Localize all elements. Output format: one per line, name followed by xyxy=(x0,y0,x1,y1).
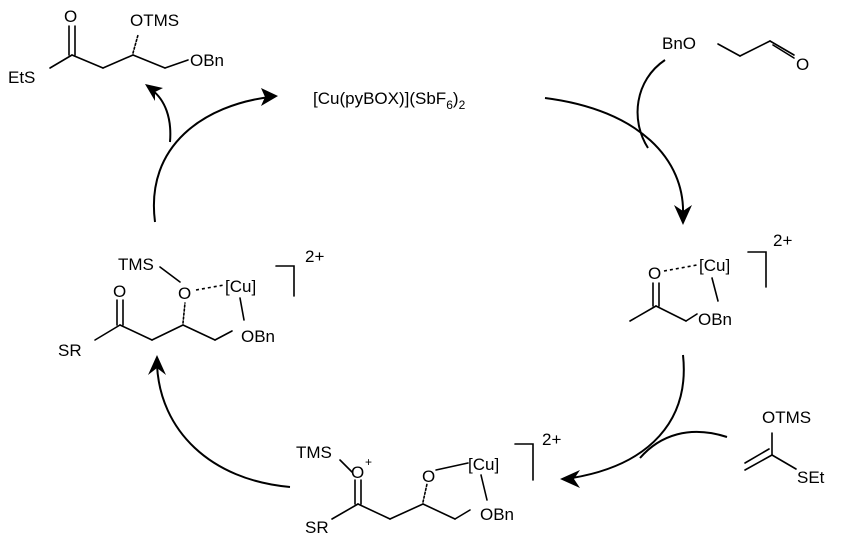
intermediate-charge: 2+ xyxy=(542,430,561,449)
silylated-complex: TMS O O [Cu] OBn SR 2+ xyxy=(58,247,324,360)
silylated-sr: SR xyxy=(58,341,82,360)
svg-text:[Cu(pyBOX)](SbF6)2: [Cu(pyBOX)](SbF6)2 xyxy=(313,89,466,112)
silylated-cu: [Cu] xyxy=(225,277,256,296)
arrowhead-aldehyde-complex xyxy=(674,205,692,225)
product-carbonyl-o: O xyxy=(64,7,77,26)
intermediate-sr: SR xyxy=(305,518,329,537)
arrow-to-silylated-complex xyxy=(156,364,291,488)
arrowhead-catalyst xyxy=(261,88,278,106)
catalyst-prefix: [Cu(pyBOX)](SbF xyxy=(313,89,446,108)
intermediate-obn: OBn xyxy=(480,505,514,524)
arrowhead-intermediate xyxy=(560,470,580,488)
silylated-obn: OBn xyxy=(241,327,275,346)
catalyst-close: ) xyxy=(453,89,459,108)
intermediate-cu: [Cu] xyxy=(468,455,499,474)
aldehyde-complex-charge: 2+ xyxy=(773,231,792,250)
aldehyde-structure: BnO O xyxy=(662,34,809,74)
aldehyde-complex-cu: [Cu] xyxy=(699,256,730,275)
silylated-tms: TMS xyxy=(118,255,154,274)
oxocarbenium-intermediate: TMS O + SR O [Cu] OBn 2+ xyxy=(296,430,561,537)
silylated-ether-o: O xyxy=(178,284,191,303)
intermediate-tms: TMS xyxy=(296,443,332,462)
catalyst-label: [Cu(pyBOX)](SbF6)2 xyxy=(313,89,466,112)
aldehyde-o: O xyxy=(796,55,809,74)
aldehyde-complex-obn: OBn xyxy=(698,310,732,329)
intermediate-plus: + xyxy=(365,455,372,469)
silylated-carbonyl-o: O xyxy=(113,282,126,301)
arrowhead-silylated-complex xyxy=(148,355,166,375)
arrow-aldehyde-entry xyxy=(636,59,666,149)
intermediate-o: O xyxy=(422,467,435,486)
product-ets: EtS xyxy=(8,68,35,87)
silyl-set: SEt xyxy=(797,468,825,487)
arrowhead-product xyxy=(145,84,163,101)
silyl-enol-ether-structure: OTMS SEt xyxy=(744,408,825,487)
arrow-to-intermediate xyxy=(571,354,685,479)
aldehyde-complex-o: O xyxy=(648,264,661,283)
arrow-release-product xyxy=(151,89,172,143)
silyl-otms: OTMS xyxy=(762,408,811,427)
product-structure: O OTMS EtS OBn xyxy=(8,7,224,87)
catalyst-sub2: 2 xyxy=(459,98,466,112)
product-otms: OTMS xyxy=(130,11,179,30)
cycle-arrows xyxy=(145,59,728,488)
silylated-charge: 2+ xyxy=(305,247,324,266)
arrow-to-catalyst xyxy=(152,96,271,223)
arrow-silyl-entry xyxy=(639,430,728,459)
aldehyde-bno: BnO xyxy=(662,34,696,53)
product-obn: OBn xyxy=(190,51,224,70)
arrow-to-aldehyde-complex xyxy=(544,97,685,216)
intermediate-oplus: O xyxy=(351,463,364,482)
aldehyde-cu-complex: O [Cu] OBn 2+ xyxy=(629,231,792,329)
catalyst-sub6: 6 xyxy=(446,98,453,112)
